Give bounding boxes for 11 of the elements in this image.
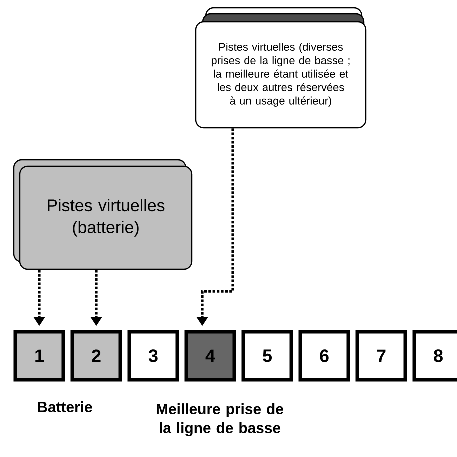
stacked-box: Pistes virtuelles (diverses prises de la ligne de basse ; la meilleure étant utilisée et les deux autres réservées à un usage ultérieur): [195, 7, 367, 129]
track-square: 2: [70, 330, 122, 382]
track-square: 7: [356, 330, 408, 382]
track-square: 1: [14, 330, 66, 382]
track-square: 4: [184, 330, 236, 382]
track-square: 3: [128, 330, 180, 382]
caption-label: Batterie: [38, 402, 92, 412]
caption-label: Meilleure prise de la ligne de basse: [157, 404, 284, 436]
stacked-box: Pistes virtuelles (batterie): [13, 159, 193, 270]
track-square: 6: [298, 330, 350, 382]
track-square: 5: [242, 330, 294, 382]
